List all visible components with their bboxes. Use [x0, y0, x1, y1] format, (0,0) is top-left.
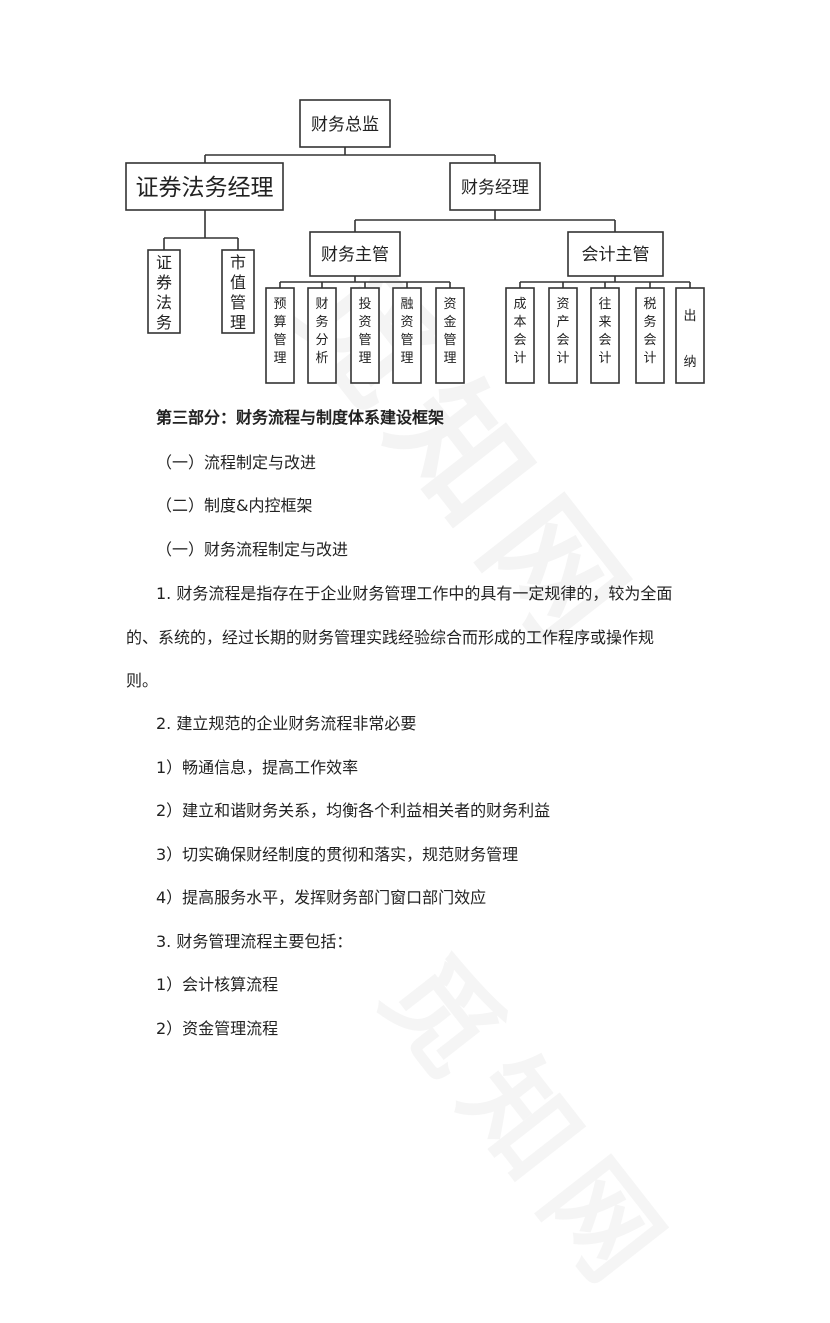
org-leaf-char: 务	[643, 314, 656, 330]
org-leaf-char: 会	[556, 333, 569, 348]
org-leaf-char: 理	[273, 351, 286, 366]
org-label-cfo: 财务总监	[311, 115, 379, 135]
org-leaf-char: 管	[273, 333, 286, 348]
org-leaf-char: 理	[230, 313, 246, 332]
org-leaf-char: 析	[315, 351, 328, 366]
org-box-securities-manager: 证券法务经理	[125, 162, 284, 211]
org-leaf-char: 计	[598, 351, 611, 366]
org-leaf-char: 资	[556, 297, 569, 312]
paragraph-line: 则。	[126, 671, 159, 690]
list-item: 1）畅通信息，提高工作效率	[156, 758, 359, 777]
org-leaf-char: 算	[273, 315, 286, 330]
list-item: 2）建立和谐财务关系，均衡各个利益相关者的财务利益	[156, 801, 551, 820]
org-leaf-char: 资	[358, 315, 371, 330]
org-leaf-char: 计	[513, 351, 526, 366]
org-label-finance-manager: 财务经理	[461, 178, 529, 198]
org-leaf-char: 理	[400, 351, 413, 366]
subsection-title: （一）财务流程制定与改进	[156, 540, 349, 559]
list-item: 1）会计核算流程	[156, 975, 279, 994]
org-leaf-char: 纳	[683, 355, 696, 370]
org-leaf-char: 管	[400, 333, 413, 348]
outline-item: （二）制度&内控框架	[156, 496, 313, 515]
org-leaf-char: 计	[556, 351, 569, 366]
org-leaf-char: 务	[315, 314, 328, 330]
org-label-securities-manager: 证券法务经理	[136, 175, 274, 201]
org-leaf-char: 法	[156, 293, 172, 312]
org-leaf-char: 券	[156, 273, 172, 292]
org-leaf-char: 务	[156, 313, 172, 332]
org-leaf-char: 理	[443, 351, 456, 366]
org-leaf-box: 出纳	[675, 287, 705, 384]
org-leaf-char: 管	[230, 293, 246, 312]
org-leaf-char: 计	[643, 351, 656, 366]
org-leaf-char: 资	[400, 315, 413, 330]
org-leaf-char: 会	[598, 333, 611, 348]
org-chart: 财务总监 证券法务经理 财务经理 财务主管 会计主管 证券法务市值管理预算管理财…	[125, 99, 705, 384]
watermark: 觅知网	[352, 917, 718, 1323]
org-leaf-char: 资	[443, 297, 456, 312]
org-leaf-char: 值	[230, 273, 246, 292]
org-box-cfo: 财务总监	[299, 99, 391, 148]
org-leaf-char: 管	[443, 333, 456, 348]
org-leaf-char: 财	[315, 297, 328, 312]
list-item: 2）资金管理流程	[156, 1019, 279, 1038]
org-leaf-char: 成	[513, 297, 526, 312]
org-leaf-box: 证券法务	[147, 249, 181, 334]
paragraph-line: 的、系统的，经过长期的财务管理实践经验综合而形成的工作程序或操作规	[126, 628, 655, 647]
org-leaf-char: 会	[643, 333, 656, 348]
org-leaf-char: 投	[358, 296, 371, 312]
org-leaf-char: 往	[598, 297, 611, 312]
org-leaf-boxes: 证券法务市值管理预算管理财务分析投资管理融资管理资金管理成本会计资产会计往来会计…	[147, 249, 705, 384]
org-leaf-char: 出	[683, 309, 696, 324]
outline-item: （一）流程制定与改进	[156, 453, 317, 472]
paragraph-line: 3. 财务管理流程主要包括：	[156, 932, 353, 951]
org-leaf-char: 会	[513, 333, 526, 348]
org-leaf-char: 产	[556, 315, 569, 330]
org-leaf-char: 税	[643, 297, 656, 312]
org-leaf-char: 证	[156, 253, 172, 272]
org-leaf-char: 预	[273, 297, 286, 312]
org-leaf-char: 融	[400, 297, 413, 312]
section-title: 第三部分：财务流程与制度体系建设框架	[156, 408, 445, 427]
org-leaf-char: 分	[315, 333, 328, 348]
list-item: 3）切实确保财经制度的贯彻和落实，规范财务管理	[156, 845, 519, 864]
org-box-finance-supervisor: 财务主管	[309, 231, 401, 277]
paragraph-line: 1. 财务流程是指存在于企业财务管理工作中的具有一定规律的，较为全面	[156, 584, 673, 603]
org-label-accounting-supervisor: 会计主管	[582, 245, 650, 265]
org-leaf-char: 管	[358, 333, 371, 348]
org-leaf-char: 来	[598, 315, 611, 330]
list-item: 4）提高服务水平，发挥财务部门窗口部门效应	[156, 888, 487, 907]
org-leaf-char: 市	[230, 253, 246, 272]
org-box-accounting-supervisor: 会计主管	[567, 231, 664, 277]
org-leaf-char: 本	[513, 315, 526, 330]
paragraph-line: 2. 建立规范的企业财务流程非常必要	[156, 714, 417, 733]
org-leaf-box: 资金管理	[435, 287, 465, 384]
org-leaf-char: 理	[358, 351, 371, 366]
org-box-finance-manager: 财务经理	[449, 162, 541, 211]
org-connectors	[163, 147, 691, 288]
org-leaf-char: 金	[443, 314, 456, 330]
org-label-finance-supervisor: 财务主管	[321, 245, 389, 265]
